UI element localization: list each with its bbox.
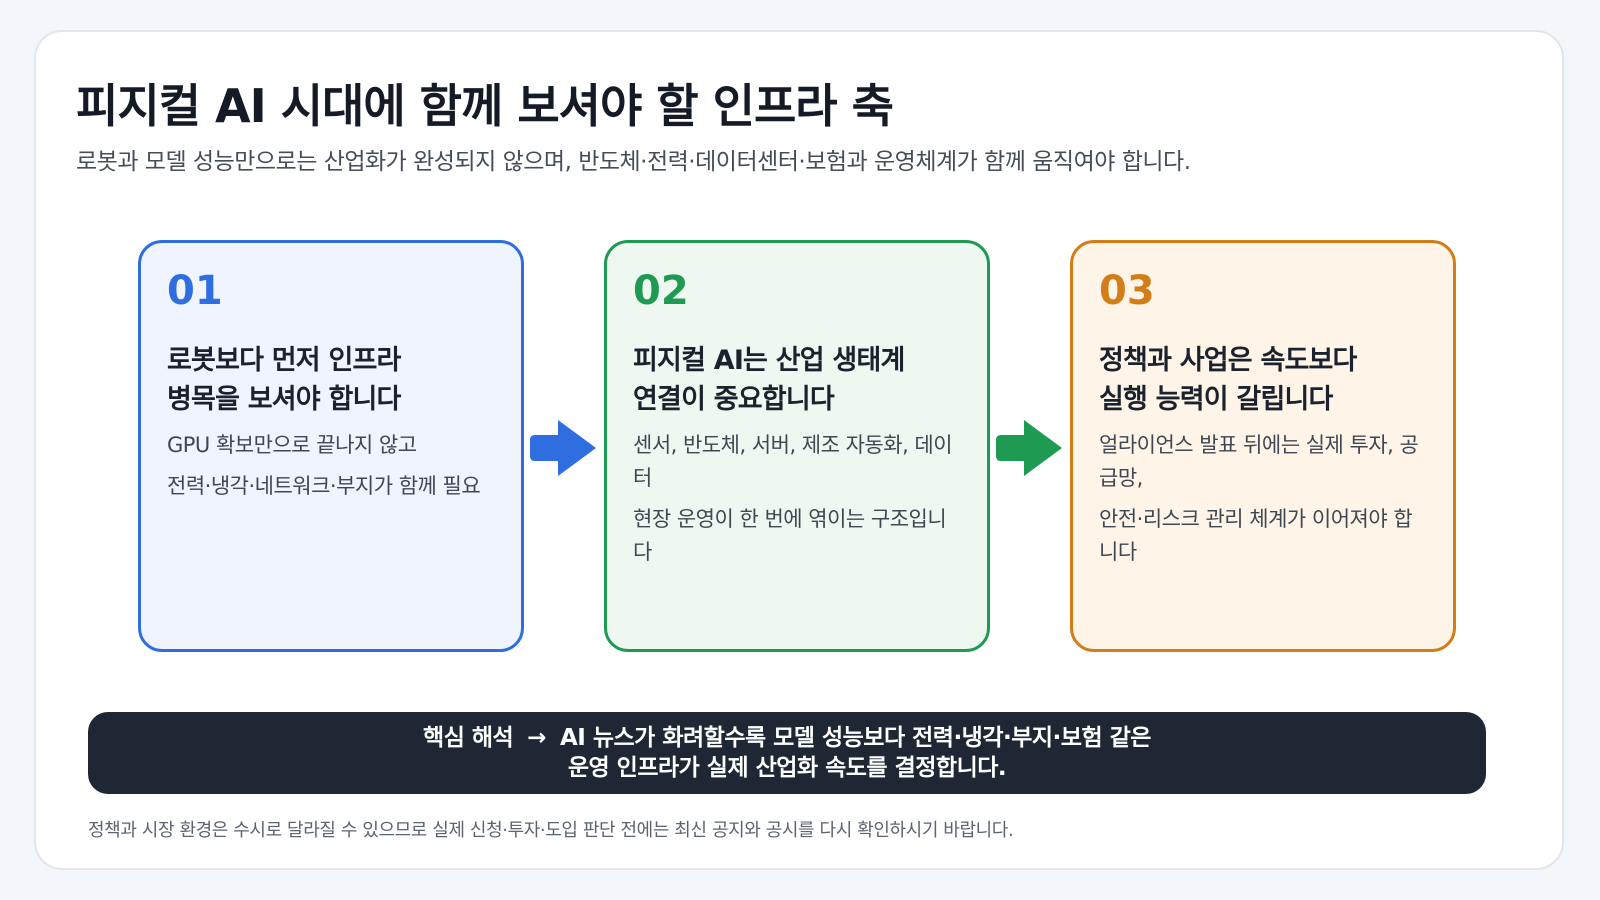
step-card-02: 02 피지컬 AI는 산업 생태계 연결이 중요합니다 센서, 반도체, 서버,… xyxy=(604,240,990,652)
step-body-paragraph: 얼라이언스 발표 뒤에는 실제 투자, 공급망, xyxy=(1099,433,1419,490)
key-insight-banner: 핵심 해석 → AI 뉴스가 화려할수록 모델 성능보다 전력·냉각·부지·보험 같… xyxy=(88,712,1486,794)
step-title: 피지컬 AI는 산업 생태계 연결이 중요합니다 xyxy=(633,341,963,419)
step-title-line: 연결이 중요합니다 xyxy=(633,384,835,415)
page-title: 피지컬 AI 시대에 함께 보셔야 할 인프라 축 xyxy=(76,79,894,133)
step-card-01: 01 로봇보다 먼저 인프라 병목을 보셔야 합니다 GPU 확보만으로 끝나지… xyxy=(138,240,524,652)
step-body-paragraph: 안전·리스크 관리 체계가 이어져야 합니다 xyxy=(1099,507,1413,564)
step-body: 얼라이언스 발표 뒤에는 실제 투자, 공급망, 안전·리스크 관리 체계가 이… xyxy=(1099,429,1429,569)
step-title-line: 병목을 보셔야 합니다 xyxy=(167,384,401,415)
banner-text: 운영 인프라가 실제 산업화 속도를 결정합니다. xyxy=(567,755,1007,781)
step-title-line: 정책과 사업은 속도보다 xyxy=(1099,345,1357,376)
step-body-paragraph: 현장 운영이 한 번에 엮이는 구조입니다 xyxy=(633,507,947,564)
arrow-shape xyxy=(996,420,1062,476)
step-number: 03 xyxy=(1099,268,1155,314)
step-body: 센서, 반도체, 서버, 제조 자동화, 데이터 현장 운영이 한 번에 엮이는… xyxy=(633,429,963,569)
step-title-line: 실행 능력이 갈립니다 xyxy=(1099,384,1333,415)
banner-label: 핵심 해석 xyxy=(423,725,514,751)
page-subtitle: 로봇과 모델 성능만으로는 산업화가 완성되지 않으며, 반도체·전력·데이터센… xyxy=(76,149,1191,175)
infographic-frame: 피지컬 AI 시대에 함께 보셔야 할 인프라 축 로봇과 모델 성능만으로는 … xyxy=(34,30,1564,870)
footnote: 정책과 시장 환경은 수시로 달라질 수 있으므로 실제 신청·투자·도입 판단… xyxy=(88,820,1014,841)
step-title-line: 로봇보다 먼저 인프라 xyxy=(167,345,401,376)
step-body-paragraph: 센서, 반도체, 서버, 제조 자동화, 데이터 xyxy=(633,433,953,490)
step-body-paragraph: GPU 확보만으로 끝나지 않고 xyxy=(167,433,417,457)
step-title: 로봇보다 먼저 인프라 병목을 보셔야 합니다 xyxy=(167,341,497,419)
step-number: 02 xyxy=(633,268,689,314)
step-card-03: 03 정책과 사업은 속도보다 실행 능력이 갈립니다 얼라이언스 발표 뒤에는… xyxy=(1070,240,1456,652)
arrow-shape xyxy=(530,420,596,476)
step-title: 정책과 사업은 속도보다 실행 능력이 갈립니다 xyxy=(1099,341,1429,419)
arrow-right-icon: → xyxy=(527,725,546,751)
step-number: 01 xyxy=(167,268,223,314)
step-body-paragraph: 전력·냉각·네트워크·부지가 함께 필요 xyxy=(167,474,481,498)
step-title-line: 피지컬 AI는 산업 생태계 xyxy=(633,345,905,376)
banner-text: AI 뉴스가 화려할수록 모델 성능보다 전력·냉각·부지·보험 같은 xyxy=(559,725,1151,751)
step-body: GPU 확보만으로 끝나지 않고 전력·냉각·네트워크·부지가 함께 필요 xyxy=(167,429,497,503)
banner-first-line: 핵심 해석 → AI 뉴스가 화려할수록 모델 성능보다 전력·냉각·부지·보험 같… xyxy=(423,723,1151,753)
flow-arrow-icon xyxy=(530,420,596,476)
flow-arrow-icon xyxy=(996,420,1062,476)
